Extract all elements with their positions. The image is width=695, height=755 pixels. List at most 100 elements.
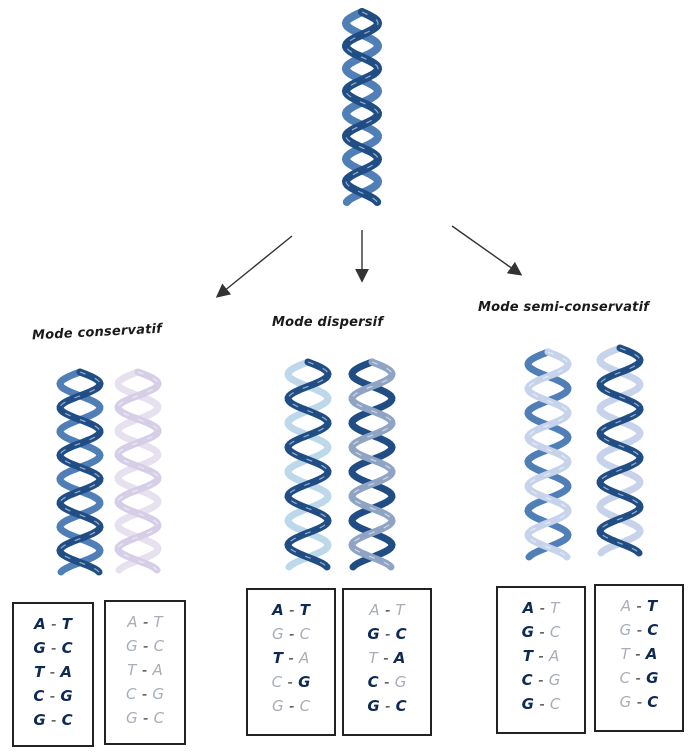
base-bond: - [378, 646, 394, 670]
base-bond: - [284, 622, 300, 646]
base-bond: - [630, 666, 646, 690]
base-pair-row: G-C [248, 622, 334, 646]
base-pair-row: T-A [248, 646, 334, 670]
base-pair-row: A-T [248, 598, 334, 622]
base-pair-row: T-A [14, 660, 92, 684]
base-left: G [126, 706, 138, 730]
base-left: G [367, 622, 379, 646]
base-right: T [396, 598, 405, 622]
base-left: A [127, 610, 137, 634]
base-bond: - [282, 670, 298, 694]
base-pair-row: C-G [596, 666, 682, 690]
base-bond: - [138, 610, 154, 634]
base-bond: - [44, 660, 60, 684]
base-pair-row: A-T [498, 596, 584, 620]
base-pair-row: G-C [596, 618, 682, 642]
dna-hybrid-helix-icon [600, 348, 640, 553]
base-pair-row: A-T [596, 594, 682, 618]
base-left: C [368, 670, 379, 694]
base-right: G [646, 666, 658, 690]
base-bond: - [380, 694, 396, 718]
base-pair-row: C-G [106, 682, 184, 706]
base-bond: - [630, 642, 646, 666]
base-right: G [395, 670, 407, 694]
base-right: C [647, 618, 658, 642]
base-right: T [647, 594, 657, 618]
base-left: C [33, 684, 44, 708]
base-right: T [154, 610, 163, 634]
base-left: A [369, 598, 379, 622]
base-pair-row: T-A [344, 646, 430, 670]
base-right: A [299, 646, 309, 670]
base-bond: - [379, 670, 395, 694]
base-pair-row: C-G [344, 670, 430, 694]
base-pair-row: G-C [106, 706, 184, 730]
base-left: C [126, 682, 136, 706]
base-bond: - [631, 690, 647, 714]
mode-title-semi-conservative: Mode semi-conservatif [478, 300, 649, 315]
dna-double-helix-icon [346, 12, 378, 202]
base-right: C [62, 636, 73, 660]
base-pair-row: T-A [596, 642, 682, 666]
arrow-icon [218, 236, 292, 296]
dna-new-helix-icon [118, 372, 158, 570]
base-bond: - [533, 644, 549, 668]
base-right: A [549, 644, 559, 668]
base-bond: - [284, 694, 300, 718]
base-bond: - [533, 668, 549, 692]
base-bond: - [534, 692, 550, 716]
base-left: T [127, 658, 136, 682]
base-bond: - [283, 646, 299, 670]
base-left: G [272, 622, 284, 646]
base-bond: - [631, 594, 647, 618]
base-left: T [273, 646, 283, 670]
base-left: G [522, 692, 534, 716]
base-right: C [550, 692, 560, 716]
base-pair-row: C-G [248, 670, 334, 694]
base-left: G [272, 694, 284, 718]
base-right: A [394, 646, 406, 670]
base-left: C [620, 666, 630, 690]
base-pair-row: G-C [14, 636, 92, 660]
base-right: A [646, 642, 658, 666]
base-right: G [152, 682, 164, 706]
base-bond: - [136, 658, 152, 682]
base-left: G [33, 636, 45, 660]
mode-title-dispersive: Mode dispersif [272, 315, 383, 330]
base-pair-row: G-C [498, 620, 584, 644]
base-left: T [34, 660, 44, 684]
base-right: A [60, 660, 72, 684]
base-right: C [300, 622, 310, 646]
base-left: G [367, 694, 379, 718]
base-right: C [396, 694, 407, 718]
base-pair-row: C-G [14, 684, 92, 708]
arrow-icon [452, 226, 520, 274]
base-left: G [126, 634, 138, 658]
base-left: T [369, 646, 378, 670]
base-right: T [62, 612, 72, 636]
base-pair-row: G-C [106, 634, 184, 658]
base-pair-row: T-A [498, 644, 584, 668]
base-left: G [33, 708, 45, 732]
base-pair-row: A-T [14, 612, 92, 636]
base-left: G [620, 690, 632, 714]
base-left: C [522, 668, 533, 692]
base-right: C [550, 620, 560, 644]
base-left: A [272, 598, 284, 622]
base-pair-box-conservative-2: A-TG-CT-AC-GG-C [104, 600, 186, 745]
base-right: G [298, 670, 310, 694]
base-bond: - [380, 598, 396, 622]
base-left: A [621, 594, 631, 618]
base-pair-row: C-G [498, 668, 584, 692]
base-bond: - [136, 682, 152, 706]
base-pair-row: G-C [344, 622, 430, 646]
base-right: G [60, 684, 72, 708]
base-pair-row: A-T [106, 610, 184, 634]
base-right: C [300, 694, 310, 718]
base-left: G [620, 618, 632, 642]
